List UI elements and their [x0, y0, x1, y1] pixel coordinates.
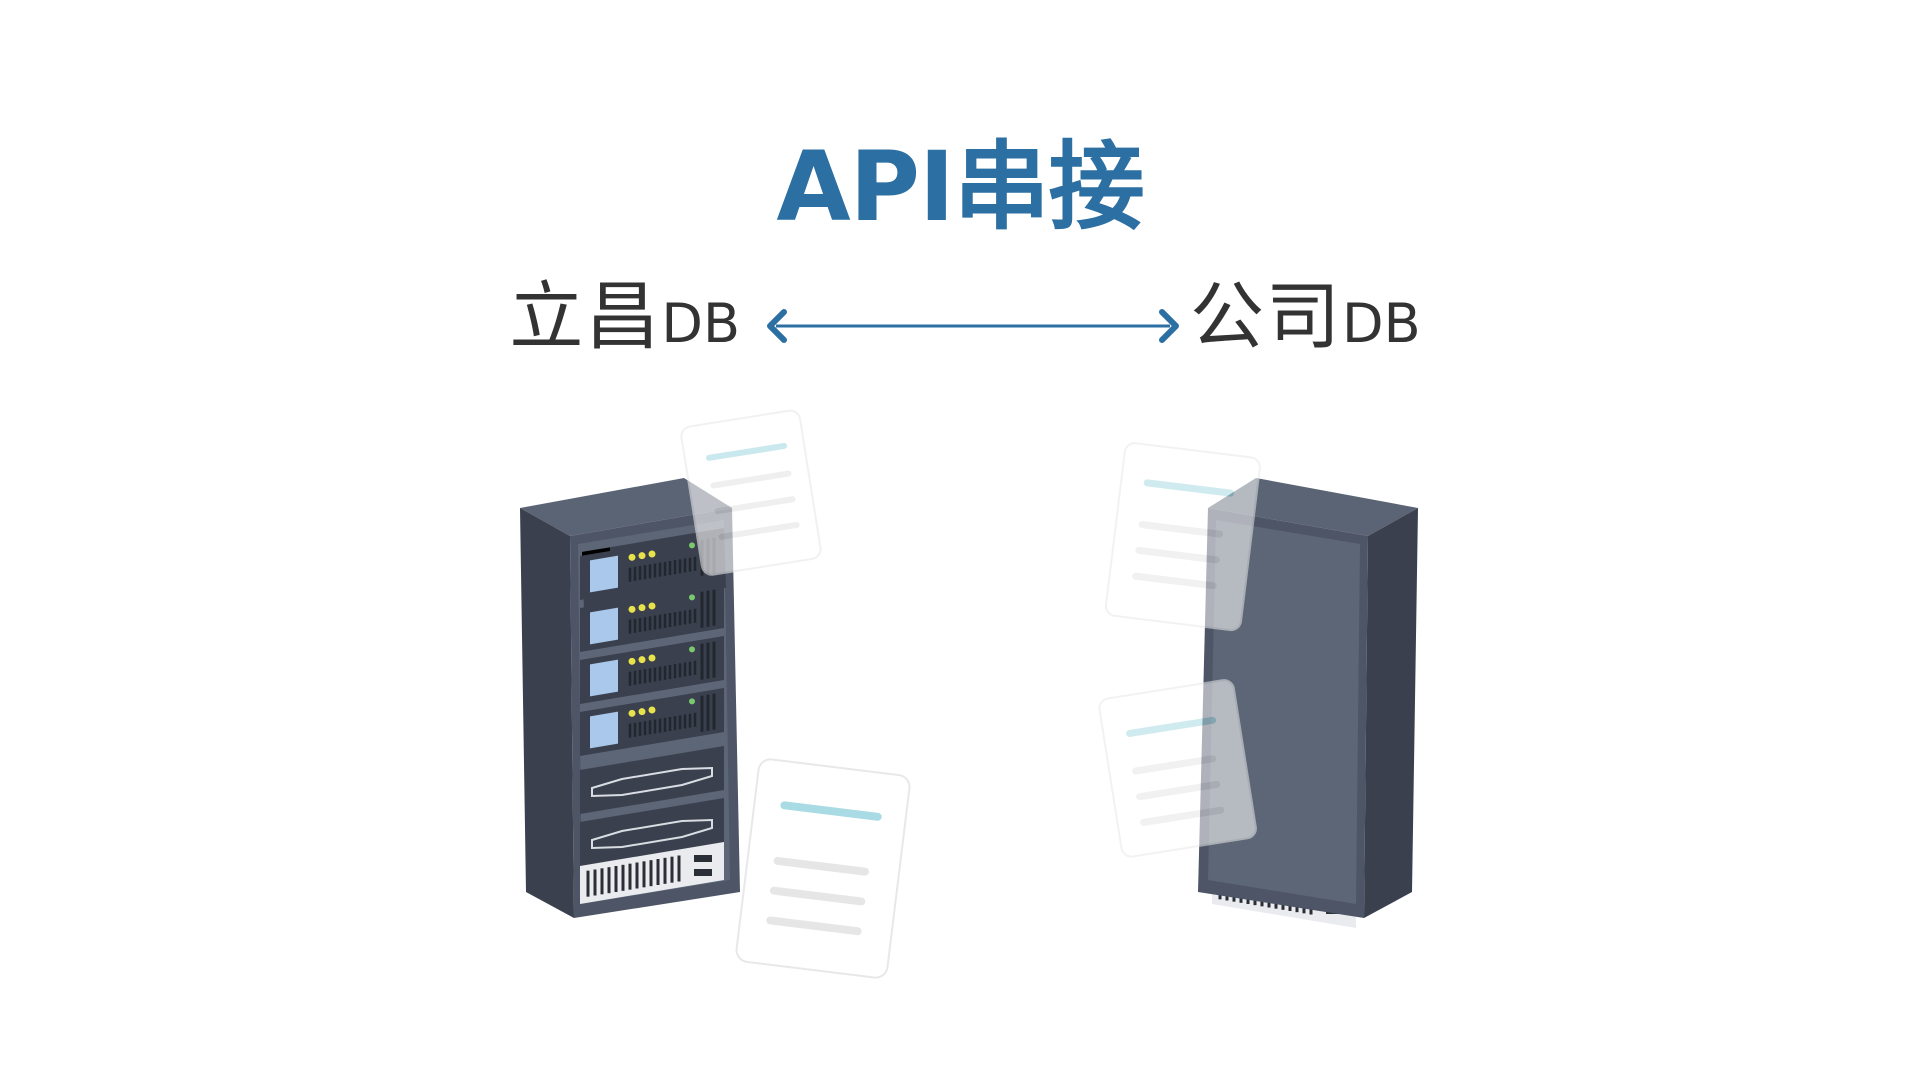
- left-db-label: 立昌DB: [509, 272, 740, 362]
- blank-unit: [580, 746, 724, 814]
- right-db-suffix: DB: [1342, 292, 1421, 355]
- document-icon: [1098, 679, 1257, 858]
- right-arrowhead: [1159, 309, 1179, 343]
- right-db-name: 公司: [1190, 274, 1342, 360]
- power-unit: [580, 842, 724, 904]
- drive-unit: [580, 636, 724, 704]
- left-db-suffix: DB: [661, 292, 740, 355]
- blank-unit: [580, 798, 724, 866]
- drive-unit: [580, 688, 724, 756]
- document-icon: [735, 758, 911, 979]
- left-arrowhead: [767, 309, 787, 343]
- left-db-name: 立昌: [509, 274, 662, 360]
- drive-unit: [580, 532, 724, 600]
- right-db-label: 公司DB: [1190, 272, 1421, 362]
- drive-unit: [580, 584, 724, 652]
- page-title: API串接: [776, 131, 1144, 243]
- double-arrow-icon: [767, 309, 1179, 343]
- document-icon: [680, 409, 822, 576]
- document-icon: [1104, 442, 1261, 632]
